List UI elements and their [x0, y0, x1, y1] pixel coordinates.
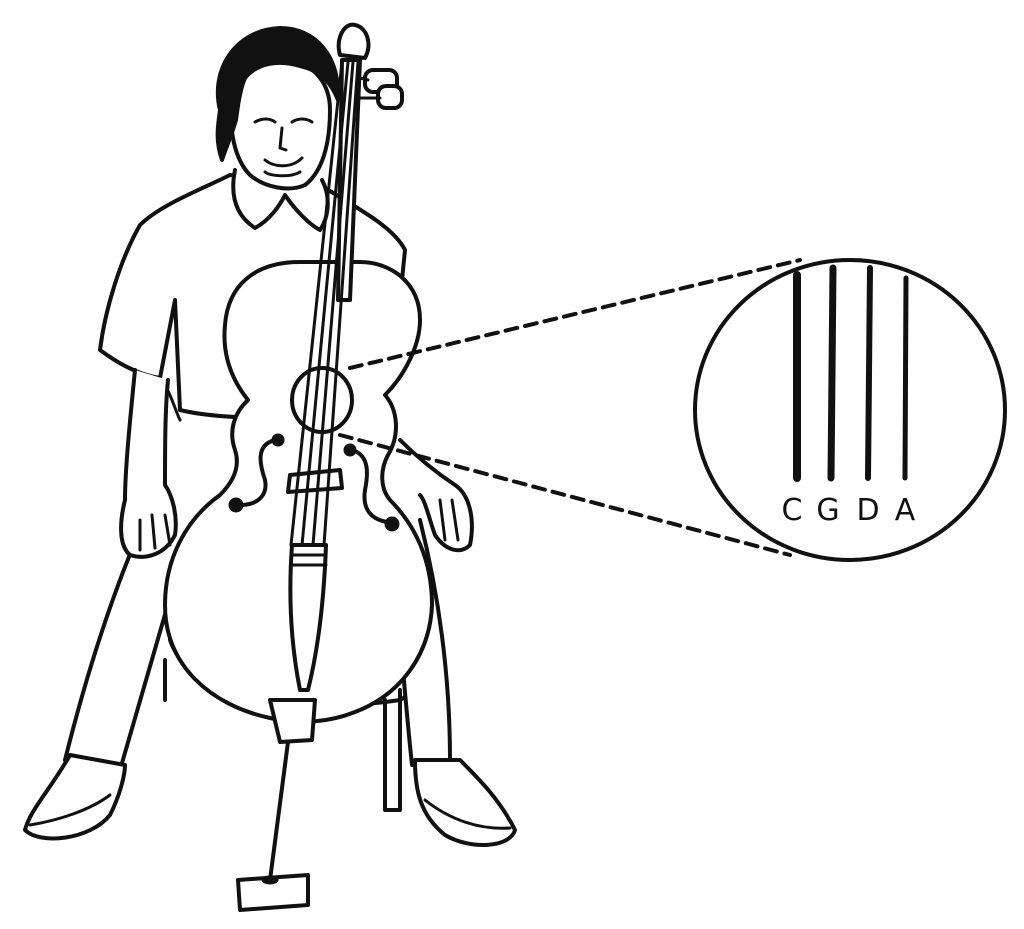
callout-lines	[338, 258, 802, 557]
left-f-hole	[228, 433, 285, 513]
string-line-g	[827, 264, 837, 482]
magnifier-circle	[693, 258, 1007, 562]
magnified-strings	[793, 264, 909, 482]
string-line-a	[902, 275, 909, 481]
string-label-g: G	[816, 493, 839, 528]
endpin	[268, 698, 317, 882]
string-label-a: A	[895, 493, 916, 528]
string-label-d: D	[856, 493, 879, 528]
left-arm	[119, 368, 178, 559]
left-shoe	[23, 753, 127, 841]
head	[215, 26, 341, 191]
string-label-c: C	[782, 493, 803, 528]
cello-strings	[289, 60, 360, 547]
scroll	[336, 22, 404, 110]
string-labels: C G D A	[782, 493, 916, 528]
endpin-stopper	[236, 873, 310, 912]
string-line-d	[865, 265, 873, 481]
right-f-hole	[343, 443, 400, 532]
right-shoe	[413, 758, 517, 847]
right-arm	[398, 438, 474, 553]
highlight-ring	[290, 366, 354, 434]
tailpiece	[288, 543, 328, 692]
